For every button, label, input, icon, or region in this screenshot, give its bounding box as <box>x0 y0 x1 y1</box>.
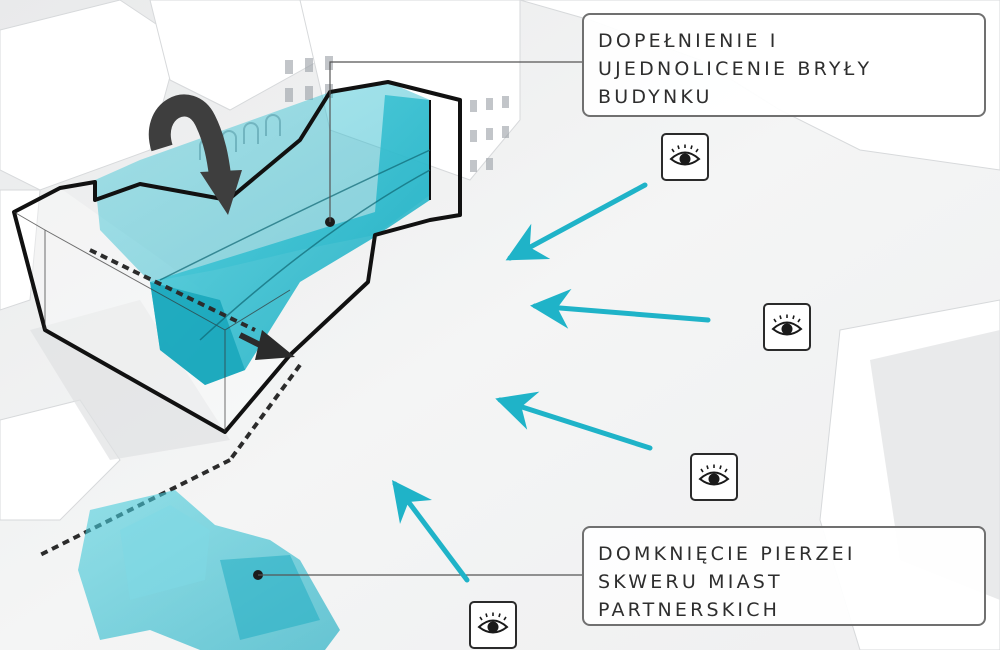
viewpoint-arrows <box>392 182 711 583</box>
frontage-line <box>39 248 302 557</box>
viewpoint-arrow-3 <box>495 391 653 451</box>
eye-icon <box>763 303 811 351</box>
callout-text-line: DOPEŁNIENIE I <box>598 30 779 52</box>
partner-cities-frontage <box>78 490 340 650</box>
viewpoint-arrow-4 <box>392 480 470 583</box>
leader-lines <box>258 61 582 576</box>
eye-icon <box>690 453 738 501</box>
curved-dark-arrow <box>148 94 242 215</box>
callout-text-line: DOMKNIĘCIE PIERZEI <box>598 543 856 565</box>
callout-text-line: BUDYNKU <box>598 86 713 108</box>
viewpoint-arrow-1 <box>505 182 648 261</box>
callout-text-line: SKWERU MIAST <box>598 571 783 593</box>
callout-text-line: UJEDNOLICENIE BRYŁY <box>598 58 873 80</box>
callout-square-frontage: DOMKNIĘCIE PIERZEI SKWERU MIAST PARTNERS… <box>582 526 986 626</box>
callout-text-line: PARTNERSKICH <box>598 599 781 621</box>
viewpoint-arrow-2 <box>530 288 711 329</box>
eye-icon <box>469 601 517 649</box>
callout-building-unification: DOPEŁNIENIE I UJEDNOLICENIE BRYŁY BUDYNK… <box>582 13 986 117</box>
eye-icon <box>661 133 709 181</box>
